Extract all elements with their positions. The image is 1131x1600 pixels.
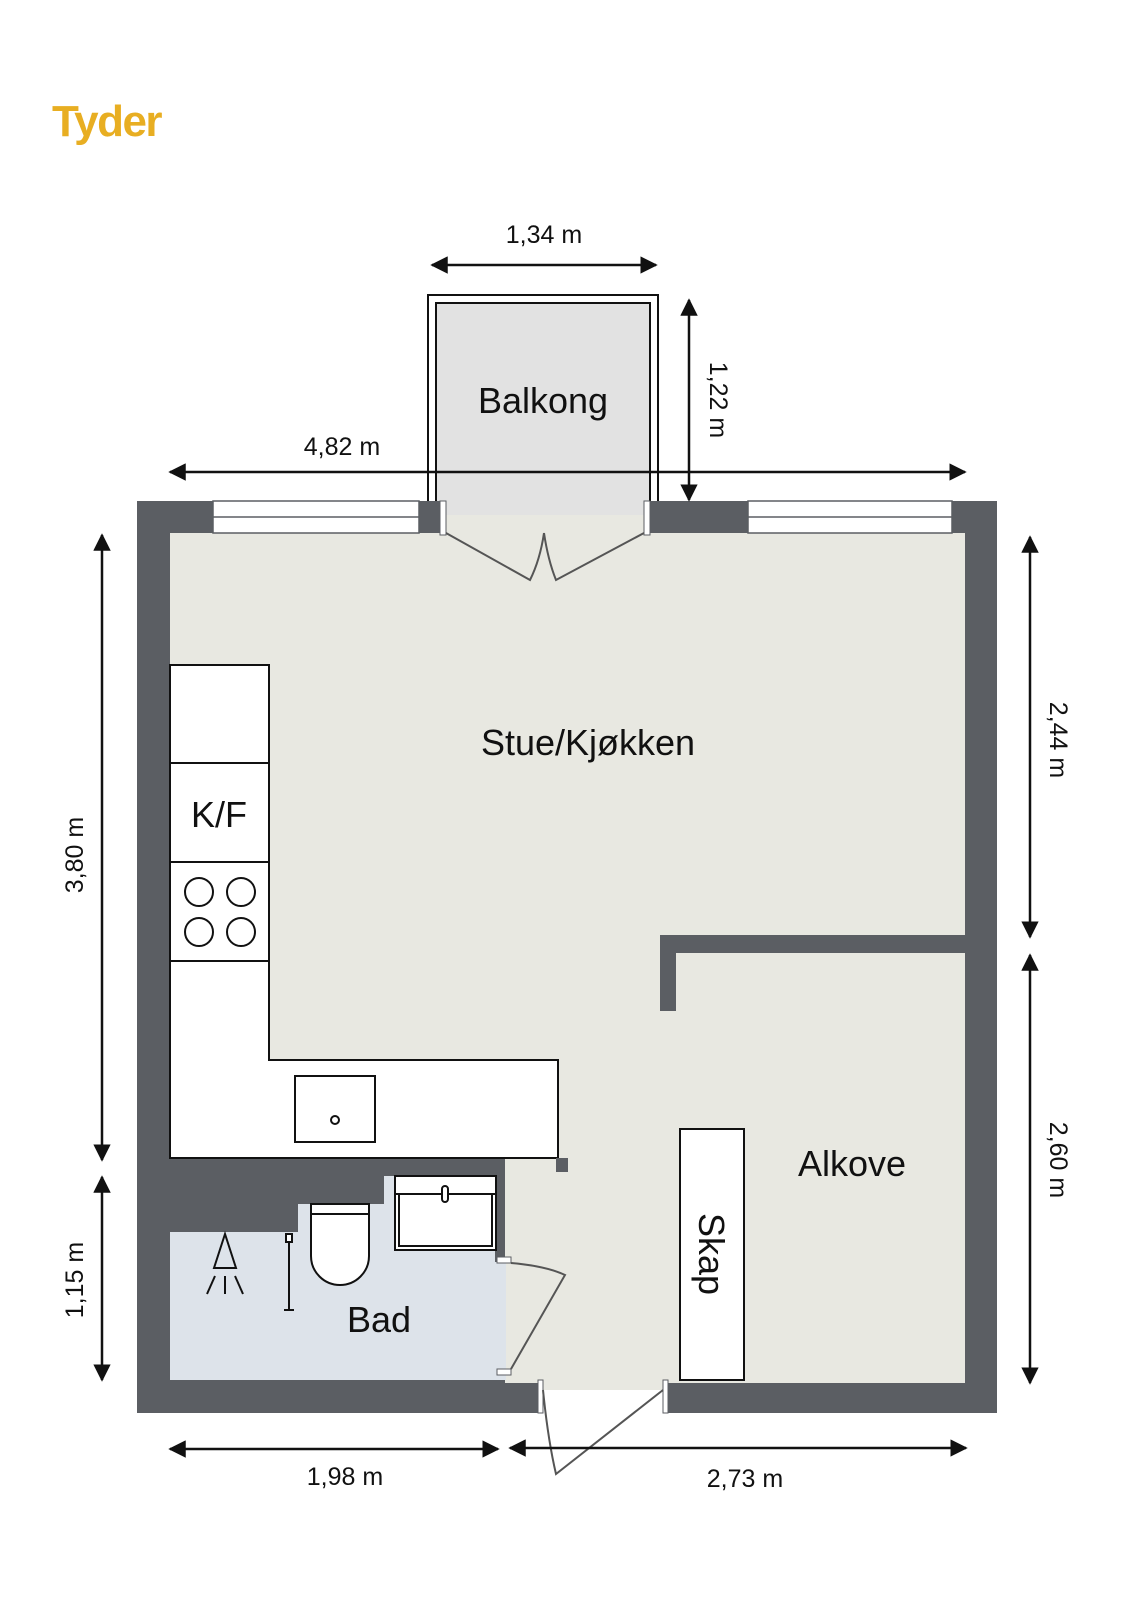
window-right	[747, 500, 953, 534]
balcony-door-icon	[445, 532, 645, 582]
stove-icon	[184, 877, 256, 947]
dim-left-lower: 1,15 m	[61, 1242, 89, 1318]
brand-logo: Tyder	[52, 97, 163, 146]
room-label-alcove: Alkove	[798, 1143, 906, 1184]
dim-total-width: 4,82 m	[304, 433, 380, 461]
dim-balcony-width: 1,34 m	[506, 221, 582, 249]
label-wardrobe: Skap	[691, 1213, 732, 1295]
dim-left-upper: 3,80 m	[61, 817, 89, 893]
dim-balcony-depth: 1,22 m	[704, 362, 732, 438]
window-left	[212, 500, 420, 534]
room-label-balcony: Balkong	[478, 380, 608, 421]
dim-right-upper: 2,44 m	[1044, 702, 1072, 778]
room-label-bathroom: Bad	[347, 1299, 411, 1340]
toilet-icon	[310, 1203, 370, 1286]
kitchen-counter	[169, 664, 568, 1172]
label-fridge-freezer: K/F	[191, 794, 247, 835]
dim-bottom-left: 1,98 m	[307, 1463, 383, 1491]
dim-bottom-right: 2,73 m	[707, 1465, 783, 1493]
bathroom-door-icon	[510, 1262, 567, 1370]
kitchen-sink-icon	[294, 1075, 376, 1143]
shower-screen-icon	[284, 1233, 294, 1311]
bath-sink-icon	[394, 1175, 497, 1251]
wardrobe	[679, 1128, 745, 1381]
shower-icon	[206, 1230, 244, 1295]
dim-right-lower: 2,60 m	[1044, 1122, 1072, 1198]
room-label-living-kitchen: Stue/Kjøkken	[481, 722, 695, 763]
